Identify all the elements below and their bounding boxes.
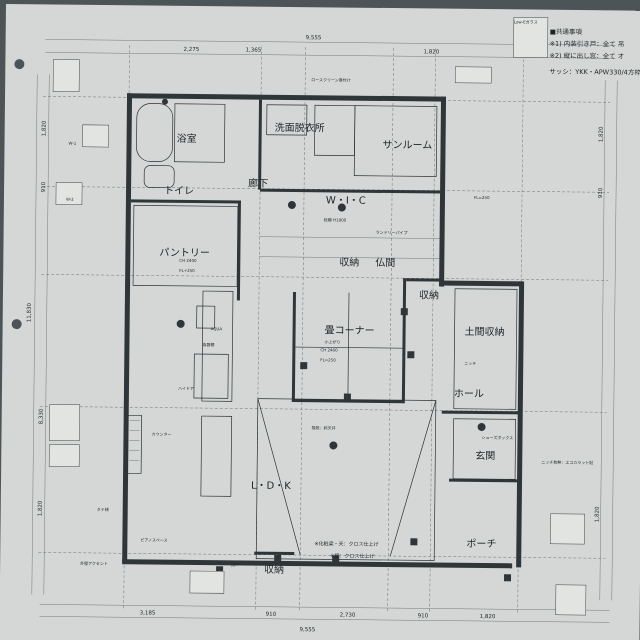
room-ldk: L・D・K bbox=[251, 481, 291, 492]
dim-bottom-c: 2,730 bbox=[340, 613, 356, 619]
room-sunroom: サンルーム bbox=[382, 139, 432, 152]
dim-top-a: 2,275 bbox=[183, 47, 199, 53]
dim-right-b: 910 bbox=[598, 187, 604, 198]
label-ceiling-height: CH 2400 bbox=[320, 347, 338, 352]
dim-left-total: 11,830 bbox=[27, 302, 33, 322]
left-window-legend bbox=[48, 59, 225, 594]
label-rope: ロースクリーン巻付け bbox=[311, 76, 351, 82]
label-tatami-note: 小上がり bbox=[324, 338, 340, 344]
column-markers bbox=[161, 98, 512, 582]
room-porch: ポーチ bbox=[466, 538, 496, 550]
label-piano-space: ピアノスペース bbox=[140, 536, 167, 542]
room-storage-2: 収納 bbox=[419, 288, 439, 301]
label-window-a: W-1 bbox=[69, 141, 77, 146]
note-line-1: ※1) 内装引き戸：全て 吊 bbox=[550, 39, 625, 49]
label-shelf: 枕棚 H1800 bbox=[324, 216, 347, 222]
label-floor-level: FL=250 bbox=[320, 357, 336, 362]
label-alcove-note: ニッチ有無：エコカラット貼 bbox=[541, 459, 593, 466]
dim-left-b: 910 bbox=[41, 181, 47, 192]
note-line-2: ※2) 縦に出し窓：全て オ bbox=[549, 51, 624, 61]
label-hanging-door: ハイドア bbox=[178, 386, 194, 391]
label-ceiling-note: 階段：斜天井 bbox=[312, 424, 336, 430]
dim-left-a: 1,820 bbox=[42, 120, 48, 136]
dim-bottom-d: 910 bbox=[418, 613, 429, 619]
label-laundry: ランドリーパイプ bbox=[376, 229, 408, 235]
dim-bottom-a: 3,185 bbox=[140, 610, 156, 616]
label-floor-level-2: FL+250 bbox=[179, 268, 195, 273]
floor-plan-sheet: ■共通事項 ※1) 内装引き戸：全て 吊 ※2) 縦に出し窓：全て オ サッシ：… bbox=[0, 4, 640, 640]
room-doma-storage: 土間収納 bbox=[465, 325, 505, 338]
room-toilet: トイレ bbox=[164, 186, 194, 197]
label-fl-note: FL=250 bbox=[474, 195, 490, 200]
room-bath: 浴室 bbox=[177, 132, 197, 145]
binder-hole bbox=[14, 59, 25, 70]
label-aqua: AQUA bbox=[211, 326, 223, 331]
dim-left-d: 1,820 bbox=[38, 500, 44, 516]
floor-plan-drawing: ■共通事項 ※1) 内装引き戸：全て 吊 ※2) 縦に出し窓：全て オ サッシ：… bbox=[11, 17, 640, 633]
room-storage-3: 収納 bbox=[264, 563, 284, 576]
label-dining: 食器棚 bbox=[202, 341, 214, 347]
room-tatami-corner: 畳コーナー bbox=[325, 324, 375, 337]
room-hall: ホール bbox=[454, 388, 484, 400]
interior-lines bbox=[126, 103, 518, 561]
dim-top-total: 9,555 bbox=[306, 35, 322, 41]
dim-bottom-e: 1,820 bbox=[480, 614, 496, 620]
dim-right-c: 1,820 bbox=[595, 506, 601, 522]
label-cross-note-2: ※壁：クロス仕上げ bbox=[330, 552, 374, 559]
label-niche: ニッチ bbox=[464, 361, 476, 366]
notes-heading: ■共通事項 bbox=[550, 27, 583, 36]
label-shoes: シューズボックス bbox=[481, 434, 513, 440]
label-tata: タテ桟 bbox=[97, 506, 109, 512]
dim-top-c: 1,820 bbox=[423, 49, 439, 55]
dim-bottom-total: 9,555 bbox=[299, 627, 315, 633]
room-washroom: 洗面脱衣所 bbox=[275, 121, 325, 135]
label-window-b: W-2 bbox=[66, 197, 74, 202]
room-storage: 収納 bbox=[339, 256, 359, 269]
label-outer-wall: 外壁アクセント bbox=[80, 560, 108, 566]
room-entrance: 玄関 bbox=[475, 449, 495, 462]
room-pantry: パントリー bbox=[159, 247, 210, 260]
room-butsuma: 仏間 bbox=[375, 257, 395, 269]
right-window-legend bbox=[454, 17, 587, 616]
dim-top-b: 1,365 bbox=[245, 48, 261, 54]
dim-left-c: 8,330 bbox=[39, 408, 45, 424]
label-lowe-glass: Low-Eガラス bbox=[514, 18, 538, 24]
label-cross-note: ※化粧梁・天：クロス仕上げ bbox=[314, 540, 378, 548]
room-wic: W・I・C bbox=[326, 195, 366, 206]
dim-bottom-b: 910 bbox=[266, 612, 277, 618]
exterior-walls bbox=[122, 93, 525, 569]
label-ceiling-height-2: CH 2400 bbox=[179, 258, 197, 263]
label-counter: カウンター bbox=[151, 431, 171, 437]
sash-note: サッシ：YKK・APW330/4方枠 bbox=[549, 67, 640, 77]
room-hallway: 廊下 bbox=[248, 177, 268, 190]
dim-right-a: 1,820 bbox=[599, 126, 605, 142]
binder-hole bbox=[11, 319, 22, 330]
label-sliding: 引戸 bbox=[230, 561, 238, 567]
